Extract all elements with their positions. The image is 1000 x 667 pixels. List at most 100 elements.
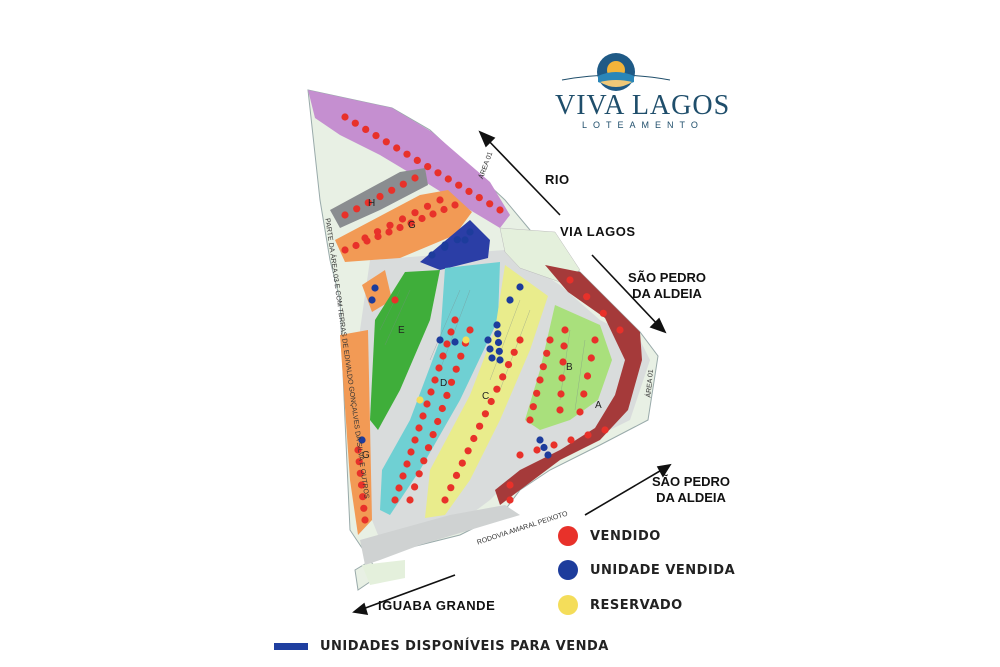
sold-dot <box>354 446 362 454</box>
logo-mark <box>561 53 671 91</box>
unit-sold-dot <box>451 338 459 346</box>
sold-dot <box>411 483 419 491</box>
sold-dot <box>411 436 419 444</box>
logo-subtitle: LOTEAMENTO <box>582 120 704 130</box>
sold-dot <box>451 201 459 209</box>
legend-label-vendido: VENDIDO <box>590 528 661 544</box>
sold-dot <box>452 365 460 373</box>
unit-sold-dot <box>436 336 444 344</box>
sold-dot <box>558 374 566 382</box>
sold-dot <box>583 293 591 301</box>
sold-dot <box>516 451 524 459</box>
sold-dot <box>341 113 349 121</box>
sold-dot <box>372 132 380 140</box>
logo-title: VIVA LAGOS <box>555 90 731 121</box>
sold-dot <box>407 219 415 227</box>
legend-label-reservado: RESERVADO <box>590 597 683 613</box>
sold-dot <box>591 336 599 344</box>
sold-dot <box>364 199 372 207</box>
direction-iguaba: IGUABA GRANDE <box>378 598 496 613</box>
sold-dot <box>576 408 584 416</box>
sold-dot <box>455 181 463 189</box>
sold-dot <box>493 385 501 393</box>
sold-dot <box>451 316 459 324</box>
block-e <box>370 270 440 430</box>
sold-dot <box>393 144 401 152</box>
sold-dot <box>341 211 349 219</box>
reserved-dot <box>462 336 470 344</box>
sold-dot <box>533 389 541 397</box>
sold-dot <box>533 446 541 454</box>
sold-dot <box>464 447 472 455</box>
sold-dot <box>556 406 564 414</box>
sold-dot <box>476 422 484 430</box>
sold-dot <box>504 361 513 369</box>
sold-dot <box>352 241 360 250</box>
sold-dot <box>423 400 431 408</box>
sold-dot <box>481 410 489 418</box>
sold-dot <box>413 156 421 164</box>
unit-sold-dot <box>493 321 501 329</box>
unit-sold-dot <box>441 241 449 249</box>
legend-dot-unidade-vendida <box>558 560 578 580</box>
sold-dot <box>466 326 474 334</box>
block-a <box>495 265 642 505</box>
sold-dot <box>475 194 483 202</box>
sao-pedro-bottom-line1: SÃO PEDRO <box>652 474 731 489</box>
sold-dot <box>398 215 407 223</box>
sold-dot <box>399 180 407 188</box>
unit-sold-dot <box>368 296 376 304</box>
sold-dot <box>429 210 437 218</box>
sold-dot <box>434 169 442 177</box>
unit-sold-dot <box>496 356 504 364</box>
sold-dot <box>395 484 403 492</box>
bottom-road <box>360 505 520 565</box>
block-label-e: E <box>398 325 405 336</box>
sold-dot <box>599 309 607 317</box>
sold-dot <box>386 221 394 229</box>
sold-dot <box>355 458 363 466</box>
sold-dot <box>376 192 384 201</box>
unit-sold-dots <box>358 228 552 459</box>
sold-dot <box>486 200 494 208</box>
bottom-green <box>362 560 405 585</box>
sold-dot <box>516 336 524 344</box>
sold-dot <box>423 202 432 210</box>
legend-item-reservado: RESERVADO <box>558 595 683 615</box>
sold-dot <box>424 163 432 171</box>
sold-dot <box>357 481 366 489</box>
legend-dot-reservado <box>558 595 578 615</box>
sold-dot <box>431 376 439 384</box>
sold-dot <box>529 403 537 411</box>
sold-dot <box>419 412 427 420</box>
unit-sold-dot <box>488 354 496 362</box>
sold-dot <box>499 373 507 381</box>
sold-dot <box>385 228 393 236</box>
sold-dot <box>406 496 414 504</box>
sold-dot <box>391 496 399 504</box>
sold-dot <box>362 125 370 133</box>
sold-dot <box>411 174 419 182</box>
sold-dot <box>601 426 609 434</box>
sold-dot <box>444 175 452 183</box>
sold-dot <box>388 186 396 194</box>
unit-sold-dot <box>428 251 436 259</box>
sold-dot <box>361 234 369 242</box>
reserved-dot <box>416 396 424 404</box>
sold-dot <box>439 352 447 360</box>
sold-dot <box>561 326 569 334</box>
unit-sold-dot <box>494 330 502 338</box>
legend-item-unidade-vendida: UNIDADE VENDIDA <box>558 560 735 580</box>
sold-dot <box>420 457 428 465</box>
sold-dot <box>360 504 368 512</box>
unit-sold-dot <box>536 436 544 444</box>
direction-via-lagos: VIA LAGOS <box>560 224 636 239</box>
sold-dot <box>567 436 575 444</box>
sold-dot <box>506 481 514 489</box>
sold-dot <box>434 417 442 426</box>
sold-dot <box>566 276 574 284</box>
unit-sold-dot <box>484 336 492 344</box>
sold-dot <box>465 187 473 195</box>
